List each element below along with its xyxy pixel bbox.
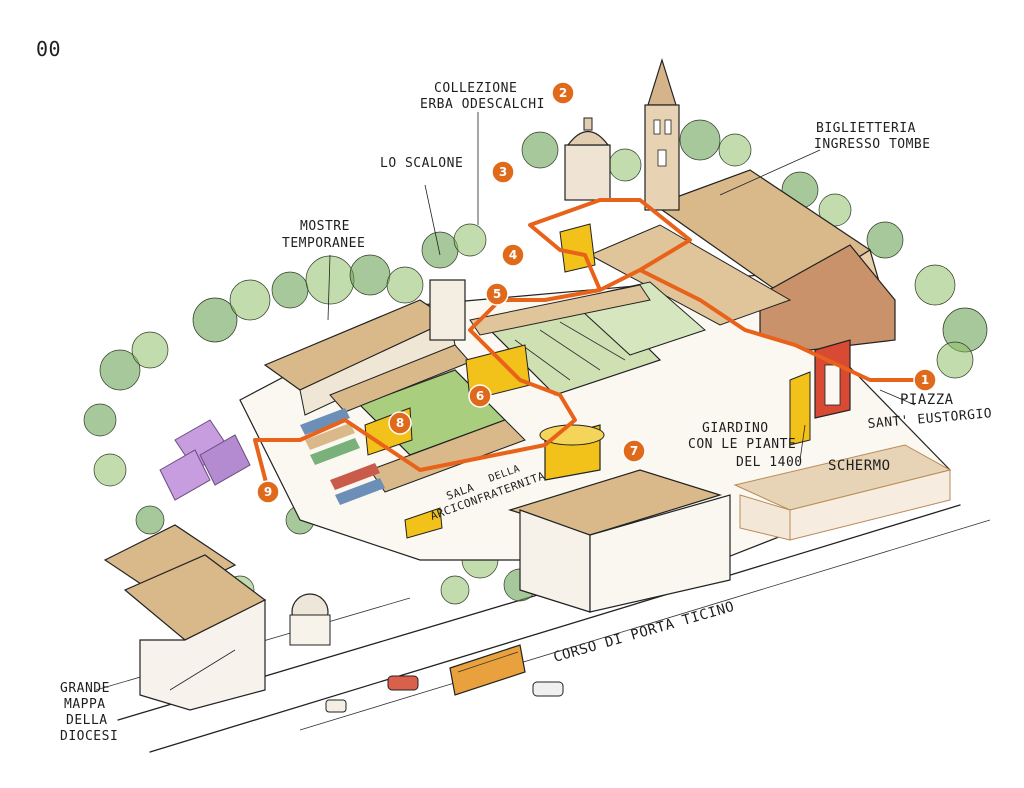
label-grande-2: MAPPA bbox=[64, 697, 106, 712]
stop-pin-2[interactable]: 2 bbox=[551, 81, 575, 105]
street-front-buildings bbox=[507, 444, 952, 613]
stop-pin-8[interactable]: 8 bbox=[388, 411, 412, 435]
stop-pin-6[interactable]: 6 bbox=[468, 384, 492, 408]
bus bbox=[449, 644, 526, 696]
car-grey bbox=[532, 681, 564, 697]
tree bbox=[131, 331, 169, 369]
svg-text:6: 6 bbox=[476, 389, 484, 403]
label-piazza-1: PIAZZA bbox=[900, 392, 954, 408]
label-collezione-2: ERBA ODESCALCHI bbox=[420, 97, 545, 112]
label-grande-3: DELLA bbox=[66, 713, 108, 728]
route-stops: 1 2 3 4 5 6 7 8 9 bbox=[256, 81, 937, 504]
tree bbox=[421, 231, 459, 269]
tree bbox=[718, 133, 752, 167]
stop-pin-3[interactable]: 3 bbox=[491, 160, 515, 184]
label-mostre-2: TEMPORANEE bbox=[282, 236, 365, 251]
label-mostre-1: MOSTRE bbox=[300, 219, 350, 234]
label-grande-4: DIOCESI bbox=[60, 729, 118, 744]
svg-text:9: 9 bbox=[264, 485, 272, 499]
label-giardino-2: CON LE PIANTE bbox=[688, 437, 796, 452]
tree bbox=[93, 453, 127, 487]
tree bbox=[192, 297, 238, 343]
tree bbox=[608, 148, 642, 182]
left-buildings bbox=[103, 524, 331, 711]
tree bbox=[914, 264, 956, 306]
trees bbox=[83, 119, 988, 605]
tree bbox=[135, 505, 165, 535]
svg-text:2: 2 bbox=[559, 86, 567, 100]
svg-text:3: 3 bbox=[499, 165, 507, 179]
label-grande-1: GRANDE bbox=[60, 681, 110, 696]
label-giardino-1: GIARDINO bbox=[702, 421, 769, 436]
label-schermo: SCHERMO bbox=[828, 458, 891, 474]
stop-pin-9[interactable]: 9 bbox=[256, 480, 280, 504]
stop-pin-4[interactable]: 4 bbox=[501, 243, 525, 267]
svg-text:4: 4 bbox=[509, 248, 517, 262]
stop-pin-1[interactable]: 1 bbox=[913, 368, 937, 392]
tree bbox=[271, 271, 309, 309]
stop-pin-5[interactable]: 5 bbox=[485, 282, 509, 306]
tree bbox=[83, 403, 117, 437]
leader-lines bbox=[169, 112, 916, 691]
page-number: 00 bbox=[36, 37, 61, 61]
tree bbox=[386, 266, 424, 304]
label-scalone: LO SCALONE bbox=[380, 156, 463, 171]
purple-pergola bbox=[159, 419, 251, 501]
svg-text:7: 7 bbox=[630, 444, 638, 458]
amphitheatre-steps bbox=[300, 408, 385, 505]
tree bbox=[440, 575, 470, 605]
tree bbox=[936, 341, 974, 379]
label-biglietteria-2: INGRESSO TOMBE bbox=[814, 137, 931, 152]
car-small bbox=[325, 699, 347, 713]
chapel-dome bbox=[564, 117, 611, 201]
svg-text:8: 8 bbox=[396, 416, 404, 430]
label-collezione-1: COLLEZIONE bbox=[434, 81, 517, 96]
tree bbox=[99, 349, 141, 391]
vehicles bbox=[325, 644, 564, 713]
tree bbox=[866, 221, 904, 259]
stop-pin-7[interactable]: 7 bbox=[622, 439, 646, 463]
svg-text:5: 5 bbox=[493, 287, 501, 301]
tree bbox=[349, 254, 391, 296]
tree bbox=[453, 223, 487, 257]
tree bbox=[521, 131, 559, 169]
scalone-block bbox=[429, 279, 466, 341]
label-giardino-3: DEL 1400 bbox=[736, 455, 803, 470]
car-red bbox=[387, 675, 419, 691]
label-biglietteria-1: BIGLIETTERIA bbox=[816, 121, 916, 136]
visitor-route bbox=[253, 198, 927, 492]
tree bbox=[229, 279, 271, 321]
bell-tower bbox=[644, 57, 680, 211]
svg-text:1: 1 bbox=[921, 373, 929, 387]
tree bbox=[679, 119, 721, 161]
complex-buildings bbox=[103, 57, 952, 711]
